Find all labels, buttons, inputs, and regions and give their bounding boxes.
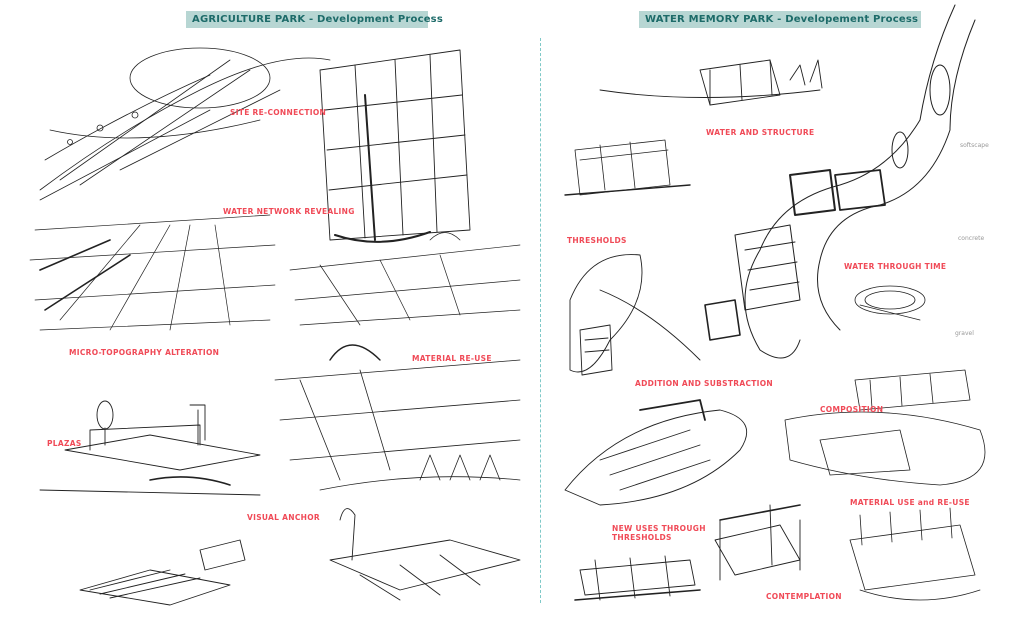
agriculture-park-header: AGRICULTURE PARK - Development Process xyxy=(186,11,443,28)
water-structure-sketch xyxy=(599,59,823,106)
material-reuse-sketch xyxy=(274,344,521,491)
visual-anchor-sketch xyxy=(79,508,521,606)
water-memory-park-header: WATER MEMORY PARK - Developement Process xyxy=(639,11,921,28)
section-divider xyxy=(540,38,541,603)
label-composition: COMPOSITION xyxy=(820,405,884,414)
label-contemplation: CONTEMPLATION xyxy=(766,592,842,601)
label-plazas: PLAZAS xyxy=(47,439,82,448)
river-plan-sketch xyxy=(704,4,976,359)
note-concrete: concrete xyxy=(958,235,985,242)
note-gravel: gravel xyxy=(955,330,974,337)
label-micro-topography: MICRO-TOPOGRAPHY ALTERATION xyxy=(69,348,220,357)
water-network-sketch xyxy=(29,214,276,331)
note-softscape: softscape xyxy=(960,142,989,149)
thresholds-sketch xyxy=(569,254,701,376)
label-new-uses-line2: THRESHOLDS xyxy=(612,533,672,542)
contemplation-sketch xyxy=(714,504,801,581)
label-water-through-time: WATER THROUGH TIME xyxy=(844,262,947,271)
water-through-time-sketch xyxy=(854,285,926,321)
label-water-and-structure: WATER AND STRUCTURE xyxy=(706,128,815,137)
label-addition-substraction: ADDITION AND SUBSTRACTION xyxy=(635,379,774,388)
field-perspective-sketch xyxy=(289,232,521,326)
addition-substraction-sketch xyxy=(564,399,748,506)
label-material-reuse: MATERIAL RE-USE xyxy=(412,354,492,363)
label-water-network-revealing: WATER NETWORK REVEALING xyxy=(223,207,355,216)
label-site-reconnection: SITE RE-CONNECTION xyxy=(230,108,327,117)
label-material-use-reuse: MATERIAL USE and RE-USE xyxy=(850,498,970,507)
structure-perspective-sketch xyxy=(564,139,691,196)
composition-sketch xyxy=(784,369,986,486)
label-new-uses-line1: NEW USES THROUGH xyxy=(612,524,706,533)
new-uses-sketch xyxy=(574,555,701,601)
material-use-sketch xyxy=(849,507,981,601)
site-reconnection-sketch xyxy=(39,47,331,201)
grid-plan-sketch xyxy=(319,49,471,243)
label-visual-anchor: VISUAL ANCHOR xyxy=(247,513,320,522)
plazas-sketch xyxy=(39,400,261,496)
label-thresholds: THRESHOLDS xyxy=(567,236,627,245)
